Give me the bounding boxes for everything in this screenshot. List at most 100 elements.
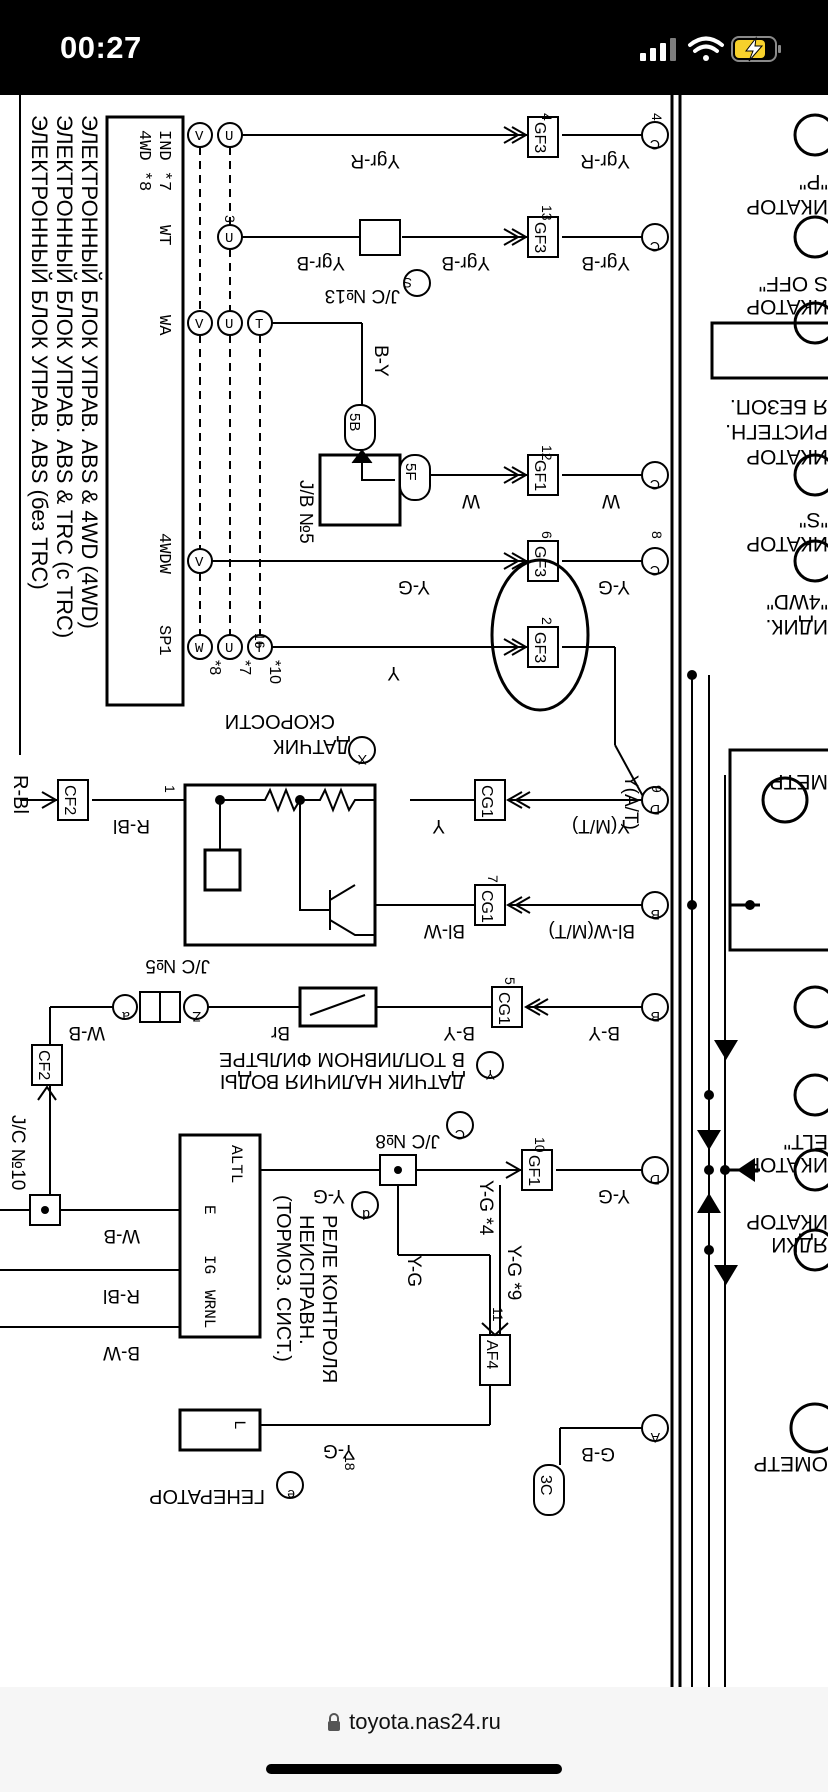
- wire-ygr-b-2: Ygr-B: [441, 252, 490, 273]
- relay-pin-wrnl: WRNL: [200, 1290, 218, 1328]
- cf2-1-label: CF2: [61, 785, 78, 815]
- water-sensor-label-2: В ТОПЛИВНОМ ФИЛЬТРЕ: [219, 1048, 465, 1070]
- home-indicator[interactable]: [266, 1764, 562, 1774]
- ecu-title-text-3: ЭЛЕКТРОННЫЙ БЛОК УПРАВ. ABS & 4WD (4WD): [77, 115, 102, 629]
- rc-0: "P": [799, 170, 828, 193]
- browser-bottom-bar: toyota.nas24.ru: [0, 1687, 828, 1792]
- pin-letter-u3: U: [225, 317, 233, 333]
- pn-18: 18: [342, 1455, 358, 1471]
- circle-s: S: [403, 275, 412, 291]
- rj-d1: D: [650, 802, 660, 818]
- pn-7: 7: [485, 875, 501, 883]
- jc8-splice: J/C №8 C: [375, 1111, 474, 1186]
- wire-y-g-5: Y-G: [403, 1255, 424, 1287]
- jb5b-label: 5B: [346, 413, 363, 431]
- right-junction-letters: C C C C D B B D A: [650, 137, 660, 1446]
- wire-y-mt: Y(M/T): [572, 815, 630, 836]
- gf3-1-label: GF3: [531, 122, 548, 153]
- pn-5: 5: [502, 977, 518, 985]
- note-8: *8: [206, 660, 223, 675]
- rc-10: ИДИК.: [766, 615, 828, 638]
- hand-drawn-circle: [490, 558, 590, 712]
- speed-sensor-label-1: ДАТЧИК: [273, 735, 350, 757]
- rj-a1: A: [650, 1430, 660, 1446]
- wire-w-1: W: [462, 490, 480, 511]
- pin-letter-t1: T: [255, 317, 263, 333]
- wire-y-g-9star: Y-G *9: [503, 1245, 524, 1300]
- connector-gf1-2: GF1: [505, 1149, 553, 1191]
- wire-y-g-2: Y-G: [598, 576, 630, 597]
- wire-ygr-r-2: Ygr-R: [580, 150, 630, 171]
- circle-e: e: [287, 1487, 295, 1503]
- rc-13: ИКАТОР: [746, 1153, 828, 1176]
- water-sensor: ДАТЧИК НАЛИЧИЯ ВОДЫ В ТОПЛИВНОМ ФИЛЬТРЕ …: [219, 986, 504, 1092]
- wire-r-bl-1: R-Bl: [113, 815, 150, 836]
- ecu-pin-ind-text: IND *7: [154, 130, 173, 191]
- gf3-4-label: GF3: [531, 632, 548, 663]
- cg1-1-label: CG1: [478, 785, 495, 818]
- rc-8: ИКАТОР: [746, 532, 828, 555]
- circle-a: a: [122, 1009, 130, 1025]
- pn-4b: 4: [649, 113, 665, 121]
- connector-cf2-1: CF2: [41, 779, 89, 821]
- pn-2: 2: [539, 617, 555, 625]
- wifi-icon: [688, 36, 724, 61]
- pin-letter-u2: U: [225, 231, 233, 247]
- jc5-label: J/C №5: [145, 955, 210, 976]
- rc-16: ОМЕТР: [753, 1452, 828, 1475]
- generator: L ГЕНЕРАТОР e: [149, 1408, 304, 1507]
- address-bar[interactable]: toyota.nas24.ru: [0, 1709, 828, 1735]
- pin-letter-v1: V: [195, 129, 204, 145]
- wire-y-at: Y(A/T): [620, 775, 641, 830]
- ecu-title-text-2: ЭЛЕКТРОННЫЙ БЛОК УПРАВ. ABS & TRC (с TRC…: [52, 115, 77, 638]
- wire-label-group: Ygr-R Ygr-R Ygr-B Ygr-B Ygr-B B-Y W W Y-…: [68, 150, 641, 1464]
- rc-11: МЕТР: [770, 770, 828, 793]
- relay-label-1: РЕЛЕ КОНТРОЛЯ: [318, 1215, 340, 1383]
- circle-x: X: [357, 752, 367, 768]
- r-bl-text-left: R-Bl: [9, 775, 31, 814]
- connector-cg1-2: CG1: [474, 884, 531, 926]
- pin-letter-t2: T: [255, 641, 263, 657]
- relay-pin-e: E: [200, 1205, 218, 1215]
- jc8-label: J/C №8: [375, 1130, 440, 1151]
- wire-y-g-1: Y-G: [398, 576, 430, 597]
- ecu-title-3: ЭЛЕКТРОННЫЙ БЛОК УПРАВ. ABS & 4WD (4WD): [77, 115, 102, 629]
- generator-label: ГЕНЕРАТОР: [149, 1485, 265, 1507]
- wire-y-g-4: Y-G: [598, 1185, 630, 1206]
- pin-letter-v2: V: [195, 317, 204, 333]
- jb5-block: 5B 5F J/B №5: [295, 404, 431, 544]
- rc-14: ИКАТОР: [746, 1210, 828, 1233]
- ecu-pin-sp1: SP1: [154, 625, 173, 656]
- indicator-lamps: [761, 113, 828, 1454]
- wire-b-w: B-W: [103, 1342, 140, 1363]
- wiring-diagram-image[interactable]: ЭЛЕКТРОННЫЙ БЛОК УПРАВ. ABS (без TRC) ЭЛ…: [0, 95, 828, 1687]
- relay-label-3: (ТОРМОЗ. СИСТ.): [272, 1195, 294, 1362]
- wire-ygr-b-3: Ygr-B: [581, 252, 630, 273]
- relay-pin-altl: ALTL: [227, 1145, 245, 1183]
- connector-gf3-2: GF3: [503, 216, 559, 258]
- jc13-splice: S J/C №13: [325, 219, 431, 306]
- cg1-3-label: CG1: [495, 992, 512, 1025]
- ecu-pin-wt: WT: [154, 225, 173, 245]
- rc-12: ELT": [784, 1130, 828, 1153]
- cf2-2-label: CF2: [35, 1050, 52, 1080]
- dashed-links: [199, 147, 261, 635]
- connector-3c: 3C: [533, 1464, 565, 1516]
- ecu-pin-4wd-text: 4WD *8: [134, 130, 153, 191]
- speed-sensor: ДАТЧИК СКОРОСТИ X: [183, 710, 377, 947]
- wire-y-1: Y: [387, 662, 400, 683]
- connector-gf3-1: GF3: [503, 116, 559, 158]
- wire-bl-w: Bl-W: [424, 920, 465, 941]
- rc-1: ИКАТОР: [746, 195, 828, 218]
- right-cut-labels: "P" ИКАТОР S OFF" ИКАТОР Я БЕЗОП. РИСТЕГ…: [725, 170, 828, 1475]
- wire-br: Br: [270, 1022, 290, 1043]
- rc-2: S OFF": [759, 272, 828, 295]
- gf3-3-label: GF3: [531, 546, 548, 577]
- gf1-2-label: GF1: [525, 1155, 542, 1186]
- pn-9: 9: [649, 785, 665, 793]
- wire-ygr-b-1: Ygr-B: [296, 252, 345, 273]
- ecu-pin-wa: WA: [154, 315, 173, 336]
- water-sensor-label-1: ДАТЧИК НАЛИЧИЯ ВОДЫ: [220, 1070, 465, 1092]
- brake-warning-relay: ALTL E IG WRNL РЕЛЕ КОНТРОЛЯ НЕИСПРАВН. …: [178, 1133, 379, 1383]
- jc10-splice: J/C №10: [7, 1115, 61, 1226]
